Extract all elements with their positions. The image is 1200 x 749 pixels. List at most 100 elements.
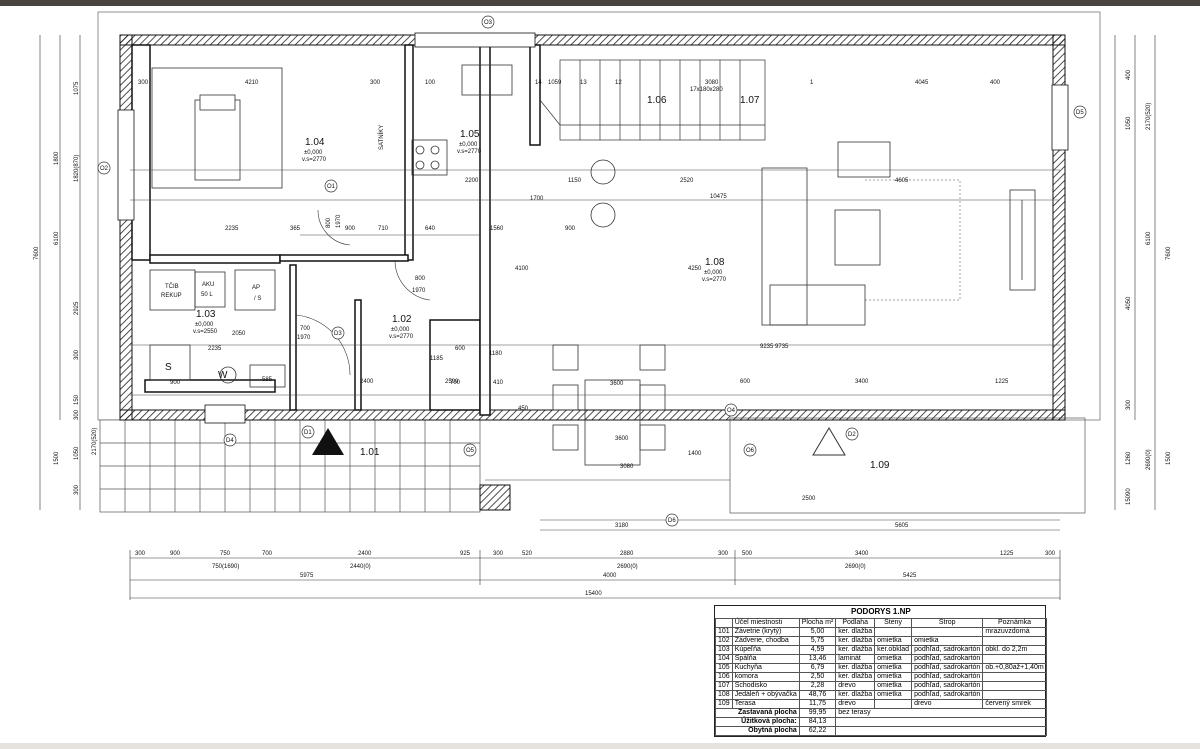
dimension-value: 400 bbox=[1126, 69, 1132, 80]
door-height-label: 1970 bbox=[412, 288, 426, 294]
section-marker-label: D4 bbox=[226, 438, 234, 444]
dimension-value: 1225 bbox=[1000, 551, 1014, 557]
legend-cell bbox=[982, 636, 1047, 646]
room-clear-height: v.s=2770 bbox=[457, 149, 482, 155]
dimension-value: 4605 bbox=[895, 178, 909, 184]
room-schedule-table: PODORYS 1.NP Účel miestnosti Plocha m² P… bbox=[714, 605, 1047, 737]
section-marker-circle bbox=[324, 179, 338, 193]
dimension-value: 90 bbox=[1126, 488, 1132, 495]
dimension-value: 365 bbox=[290, 226, 301, 232]
floor-plan-drawing: 1.011.02±0,000v.s=27701.03±0,000v.s=2550… bbox=[34, 11, 1172, 600]
room-level: ±0,000 bbox=[195, 322, 214, 328]
room-labels: 1.011.02±0,000v.s=27701.03±0,000v.s=2550… bbox=[193, 95, 890, 471]
legend-header-cell: Účel miestnosti bbox=[731, 618, 800, 628]
dimension-value: 2500 bbox=[802, 496, 816, 502]
legend-cell: drevo bbox=[911, 699, 984, 709]
legend-header-cell: Plocha m² bbox=[798, 618, 837, 628]
legend-cell bbox=[982, 672, 1047, 682]
section-marker-circle bbox=[481, 15, 495, 29]
dimension-value: 5605 bbox=[895, 523, 909, 529]
section-marker-label: O2 bbox=[100, 166, 109, 172]
room-number: 1.04 bbox=[305, 137, 325, 148]
legend-cell: omietka bbox=[874, 654, 913, 664]
legend-cell: 107 bbox=[715, 681, 733, 691]
dimension-value: 1560 bbox=[490, 226, 504, 232]
legend-cell bbox=[982, 654, 1047, 664]
dimension-value: 4250 bbox=[688, 266, 702, 272]
legend-cell: ker. dlažba bbox=[835, 663, 876, 673]
dimension-value: 5975 bbox=[300, 573, 314, 579]
dimension-value: 2400 bbox=[358, 551, 372, 557]
dimension-value: 900 bbox=[170, 380, 181, 386]
legend-cell: podhľad, sadrokartón bbox=[911, 663, 984, 673]
legend-total-value: 84,13 bbox=[798, 717, 837, 727]
dimension-value: 2235 bbox=[208, 346, 222, 352]
legend-cell: Kúpeľňa bbox=[731, 645, 800, 655]
section-marker-circle bbox=[724, 403, 738, 417]
dimension-value: 1500 bbox=[1166, 451, 1172, 465]
interior-walls bbox=[131, 44, 541, 416]
dimension-value: 300 bbox=[135, 551, 146, 557]
room-number: 1.01 bbox=[360, 447, 380, 458]
section-marker-circle bbox=[97, 161, 111, 175]
room-clear-height: v.s=2770 bbox=[302, 157, 327, 163]
legend-cell: 103 bbox=[715, 645, 733, 655]
legend-total-label: Zastavaná plocha bbox=[715, 708, 800, 718]
section-marker-label: O5 bbox=[466, 448, 475, 454]
dimension-value: 600 bbox=[455, 346, 466, 352]
legend-cell: 5,75 bbox=[798, 636, 837, 646]
legend-cell: 105 bbox=[715, 663, 733, 673]
legend-cell: ker. dlažba bbox=[835, 636, 876, 646]
legend-cell: omietka bbox=[874, 681, 913, 691]
dimension-value: 1059 bbox=[548, 80, 562, 86]
dimension-value: 3180 bbox=[615, 523, 629, 529]
legend-cell: Zádverie, chodba bbox=[731, 636, 800, 646]
right-dimension-chain bbox=[1114, 35, 1156, 510]
legend-cell: podhľad, sadrokartón bbox=[911, 672, 984, 682]
legend-cell: podhľad, sadrokartón bbox=[911, 645, 984, 655]
dimension-value: 300 bbox=[74, 409, 80, 420]
bottom-bar bbox=[0, 743, 1200, 749]
room-level: ±0,000 bbox=[704, 270, 723, 276]
stairs bbox=[539, 59, 766, 141]
legend-cell: podhľad, sadrokartón bbox=[911, 690, 984, 700]
section-marker-label: O1 bbox=[327, 184, 336, 190]
tank-volume-label: 50 L bbox=[201, 292, 213, 298]
room-number: 1.09 bbox=[870, 460, 890, 471]
legend-cell: Kuchyňa bbox=[731, 663, 800, 673]
dimension-value: 1150 bbox=[568, 178, 582, 184]
dimension-value: 1 bbox=[810, 80, 814, 86]
dimension-value: 900 bbox=[345, 226, 356, 232]
dimension-value: 1400 bbox=[688, 451, 702, 457]
dimension-value: 300 bbox=[1126, 399, 1132, 410]
section-marker-circle bbox=[463, 443, 477, 457]
dimension-value: 10475 bbox=[710, 194, 727, 200]
washer-label: AP bbox=[252, 285, 260, 291]
washer-label-2: / S bbox=[254, 296, 261, 302]
dimension-value: 300 bbox=[718, 551, 729, 557]
legend-total-value: 62,22 bbox=[798, 726, 837, 736]
legend-cell: 2,50 bbox=[798, 672, 837, 682]
dimension-value: 1050 bbox=[74, 446, 80, 460]
dimension-value: 4210 bbox=[245, 80, 259, 86]
legend-cell: omietka bbox=[874, 690, 913, 700]
legend-cell: 109 bbox=[715, 699, 733, 709]
legend-cell: laminát bbox=[835, 654, 876, 664]
door-width-label: 800 bbox=[326, 217, 332, 228]
dimension-value: 3080 bbox=[705, 80, 719, 86]
legend-cell: červený smrek bbox=[982, 699, 1047, 709]
room-number: 1.06 bbox=[647, 95, 667, 106]
section-marker-circle bbox=[845, 427, 859, 441]
dimension-value: 2520 bbox=[680, 178, 694, 184]
legend-cell: ker.obklad bbox=[874, 645, 913, 655]
legend-cell: ker. dlažba bbox=[835, 645, 876, 655]
legend-cell: Spálňa bbox=[731, 654, 800, 664]
dimension-value: 2690(0) bbox=[1146, 449, 1152, 470]
room-clear-height: v.s=2550 bbox=[193, 329, 218, 335]
dimension-total-value: 15400 bbox=[585, 591, 602, 597]
dimension-value: 4100 bbox=[515, 266, 529, 272]
